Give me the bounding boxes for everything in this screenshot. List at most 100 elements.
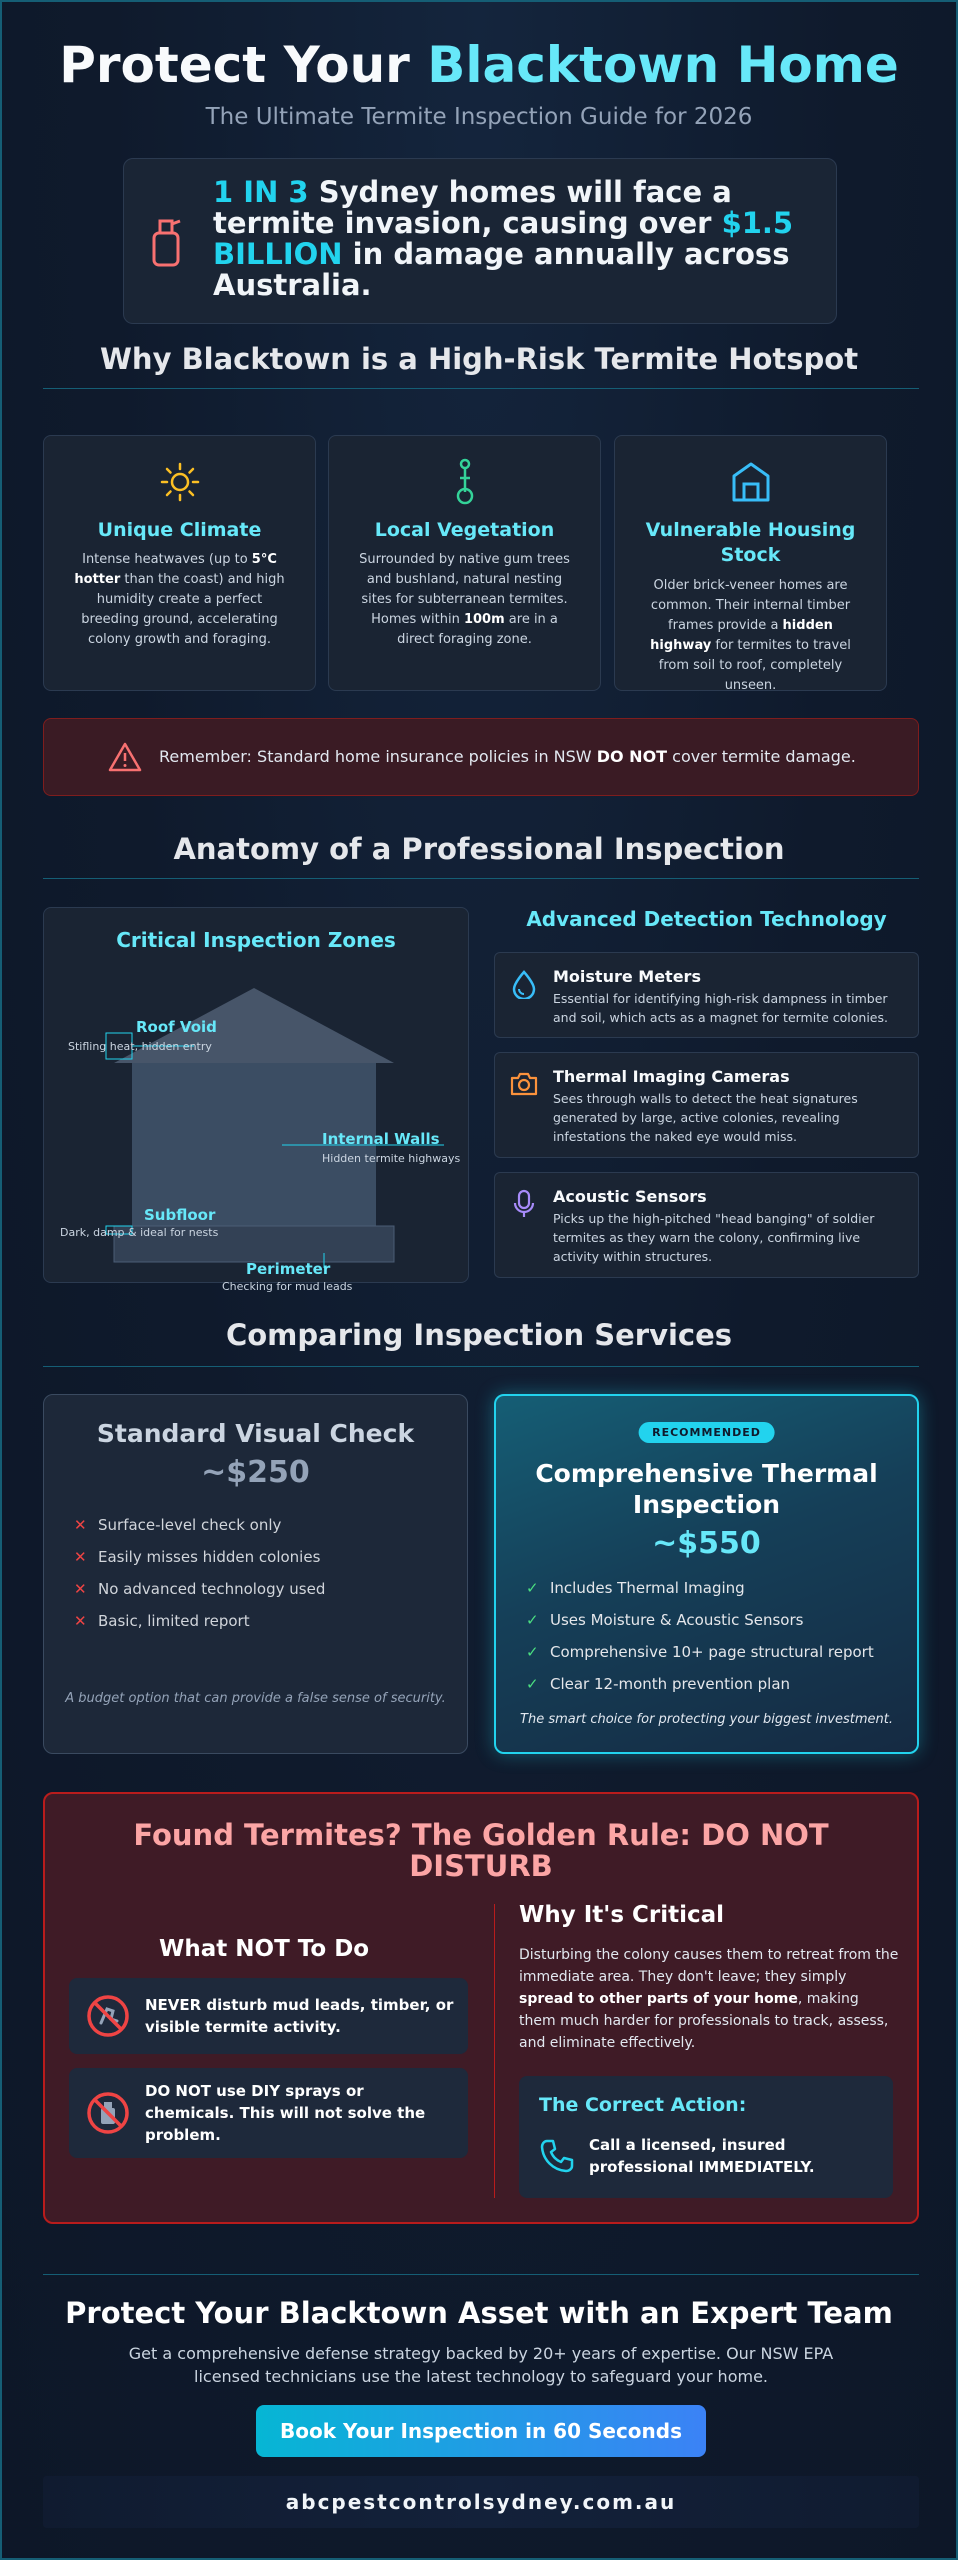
check-icon: ✓ xyxy=(526,1579,539,1597)
service-card-comprehensive: RECOMMENDED Comprehensive Thermal Inspec… xyxy=(494,1394,919,1754)
column-divider xyxy=(494,1904,495,2198)
page-title: Protect Your Blacktown Home xyxy=(59,36,899,94)
why-critical-title: Why It's Critical xyxy=(519,1902,725,1928)
section-divider xyxy=(43,2274,919,2275)
found-title: Found Termites? The Golden Rule: DO NOT … xyxy=(133,1818,829,1883)
roof-shape xyxy=(114,988,394,1063)
services-section-title: Comparing Inspection Services xyxy=(225,1318,733,1352)
tech-title: Thermal Imaging Cameras xyxy=(553,1067,790,1086)
list-item: ✓Comprehensive 10+ page structural repor… xyxy=(526,1636,897,1668)
no-spray-icon xyxy=(87,2092,129,2134)
service-price: ~$550 xyxy=(652,1526,761,1561)
zone-sub-perimeter: Checking for mud leads xyxy=(222,1280,353,1293)
service-title: Standard Visual Check xyxy=(96,1419,415,1448)
service-feature-list: ✓Includes Thermal Imaging ✓Uses Moisture… xyxy=(526,1572,897,1700)
subfloor-marker xyxy=(105,1225,133,1235)
list-item: ✓Includes Thermal Imaging xyxy=(526,1572,897,1604)
list-item: ✕Surface-level check only xyxy=(74,1509,447,1541)
zones-title: Critical Inspection Zones xyxy=(116,928,396,952)
correct-action-title: The Correct Action: xyxy=(539,2094,747,2116)
card-title: Unique Climate xyxy=(97,519,262,541)
dont-item-diy-sprays: DO NOT use DIY sprays or chemicals. This… xyxy=(69,2068,468,2158)
subfloor-shape xyxy=(113,1225,395,1263)
check-icon: ✓ xyxy=(526,1611,539,1629)
section-divider xyxy=(43,1366,919,1367)
tech-title: Acoustic Sensors xyxy=(553,1187,707,1206)
zone-sub-subfloor: Dark, damp & ideal for nests xyxy=(60,1226,219,1239)
zone-sub-roof-void: Stifling heat, hidden entry xyxy=(68,1040,212,1053)
service-footer: The smart choice for protecting your big… xyxy=(520,1712,893,1727)
anatomy-section-title: Anatomy of a Professional Inspection xyxy=(173,832,785,866)
camera-icon xyxy=(510,1072,538,1096)
list-item: ✕No advanced technology used xyxy=(74,1573,447,1605)
recommended-badge: RECOMMENDED xyxy=(638,1422,775,1443)
page-subtitle: The Ultimate Termite Inspection Guide fo… xyxy=(205,104,753,130)
do-not-disturb-section: Found Termites? The Golden Rule: DO NOT … xyxy=(43,1792,919,2224)
microphone-icon xyxy=(513,1189,535,1217)
card-text: Older brick-veneer homes are common. The… xyxy=(650,578,851,693)
website-link[interactable]: abcpestcontrolsydney.com.au xyxy=(285,2490,677,2514)
service-card-standard: Standard Visual Check ~$250 ✕Surface-lev… xyxy=(43,1394,468,1754)
zone-label-perimeter: Perimeter xyxy=(246,1260,331,1278)
dont-text: DO NOT use DIY sprays or chemicals. This… xyxy=(145,2082,426,2144)
book-inspection-button[interactable]: Book Your Inspection in 60 Seconds xyxy=(256,2405,706,2457)
stat-callout: 1 IN 3 Sydney homes will face a termite … xyxy=(123,158,837,324)
stat-text: 1 IN 3 Sydney homes will face a termite … xyxy=(213,175,794,302)
cross-icon: ✕ xyxy=(74,1612,87,1630)
phone-icon xyxy=(540,2139,574,2173)
service-feature-list: ✕Surface-level check only ✕Easily misses… xyxy=(74,1509,447,1637)
service-footer: A budget option that can provide a false… xyxy=(65,1691,446,1706)
spray-bottle-icon xyxy=(152,219,181,267)
tech-desc: Sees through walls to detect the heat si… xyxy=(553,1091,858,1144)
tech-title: Advanced Detection Technology xyxy=(526,907,887,931)
card-title: Vulnerable Housing Stock xyxy=(645,519,856,566)
sun-icon xyxy=(160,462,199,502)
tech-item-moisture-meters: Moisture Meters Essential for identifyin… xyxy=(494,952,919,1038)
why-card-climate: Unique Climate Intense heatwaves (up to … xyxy=(43,435,316,691)
card-text: Surrounded by native gum trees and bushl… xyxy=(359,552,570,647)
water-drop-icon xyxy=(512,970,536,999)
insurance-warning: Remember: Standard home insurance polici… xyxy=(43,718,919,796)
tech-item-acoustic-sensors: Acoustic Sensors Picks up the high-pitch… xyxy=(494,1172,919,1278)
service-price: ~$250 xyxy=(201,1455,310,1490)
why-card-vegetation: Local Vegetation Surrounded by native gu… xyxy=(328,435,601,691)
house-icon xyxy=(732,462,769,502)
house-diagram xyxy=(105,988,444,1268)
no-touch-icon xyxy=(87,1995,129,2037)
check-icon: ✓ xyxy=(526,1643,539,1661)
inspection-zones-diagram: Critical Inspection Zones Roof Void Stif… xyxy=(43,907,469,1293)
thermometer-icon xyxy=(456,458,473,505)
card-title: Local Vegetation xyxy=(374,519,555,541)
warning-icon xyxy=(108,742,142,772)
list-item: ✕Basic, limited report xyxy=(74,1605,447,1637)
footer-bar: abcpestcontrolsydney.com.au xyxy=(43,2476,919,2528)
zone-label-roof-void: Roof Void xyxy=(136,1018,217,1036)
list-item: ✓Uses Moisture & Acoustic Sensors xyxy=(526,1604,897,1636)
warning-text: Remember: Standard home insurance polici… xyxy=(159,747,856,766)
cross-icon: ✕ xyxy=(74,1516,87,1534)
zone-label-subfloor: Subfloor xyxy=(144,1206,216,1224)
cta-subtitle: Get a comprehensive defense strategy bac… xyxy=(128,2344,834,2386)
dont-item-disturb: NEVER disturb mud leads, timber, or visi… xyxy=(69,1978,468,2054)
why-card-housing: Vulnerable Housing Stock Older brick-ven… xyxy=(614,435,887,693)
cross-icon: ✕ xyxy=(74,1580,87,1598)
tech-title: Moisture Meters xyxy=(553,967,701,986)
what-not-to-do-title: What NOT To Do xyxy=(159,1936,370,1962)
why-critical-text: Disturbing the colony causes them to ret… xyxy=(519,1947,899,2051)
tech-desc: Picks up the high-pitched "head banging"… xyxy=(553,1211,875,1264)
section-divider xyxy=(43,878,919,879)
list-item: ✓Clear 12-month prevention plan xyxy=(526,1668,897,1700)
list-item: ✕Easily misses hidden colonies xyxy=(74,1541,447,1573)
correct-action-box: The Correct Action: Call a licensed, ins… xyxy=(519,2076,893,2198)
card-text: Intense heatwaves (up to 5°C hotter than… xyxy=(74,552,285,647)
cross-icon: ✕ xyxy=(74,1548,87,1566)
tech-desc: Essential for identifying high-risk damp… xyxy=(553,991,888,1025)
zone-label-internal-walls: Internal Walls xyxy=(322,1130,440,1148)
dont-text: NEVER disturb mud leads, timber, or visi… xyxy=(145,1996,454,2036)
service-title: Comprehensive Thermal Inspection xyxy=(535,1459,878,1519)
section-divider xyxy=(43,388,919,389)
why-section-title: Why Blacktown is a High-Risk Termite Hot… xyxy=(99,342,859,376)
check-icon: ✓ xyxy=(526,1675,539,1693)
zone-sub-internal-walls: Hidden termite highways xyxy=(322,1152,461,1165)
